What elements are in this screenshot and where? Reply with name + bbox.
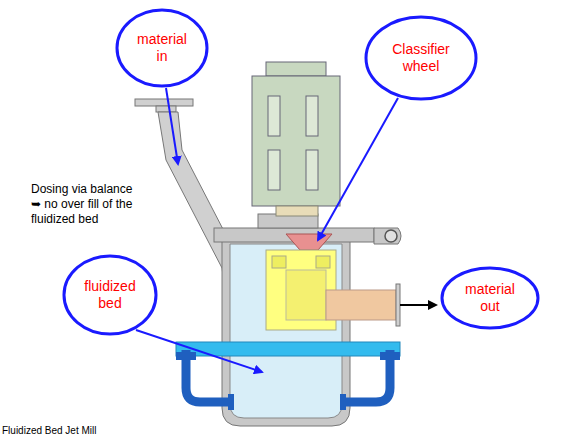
callout-ellipse: material out: [440, 266, 540, 330]
callout-text: fluidized bed: [77, 278, 143, 312]
callout-text: material in: [131, 31, 193, 65]
nozzle-ring: [176, 342, 400, 410]
note-text: Dosing via balance ➥ no over fill of the…: [31, 182, 139, 227]
callout-text: Classifier wheel: [383, 41, 459, 75]
callout-ellipse: Classifier wheel: [364, 15, 478, 101]
mill-housing: [214, 214, 401, 426]
callout-text: material out: [459, 281, 521, 315]
motor: [252, 62, 340, 216]
outlet-pipe: [326, 284, 436, 326]
callout-ellipse: fluidized bed: [62, 254, 158, 336]
callout-ellipse: material in: [115, 8, 209, 88]
callout-leaders: [136, 88, 398, 372]
figure-title: Fluidized Bed Jet Mill: [2, 425, 302, 437]
